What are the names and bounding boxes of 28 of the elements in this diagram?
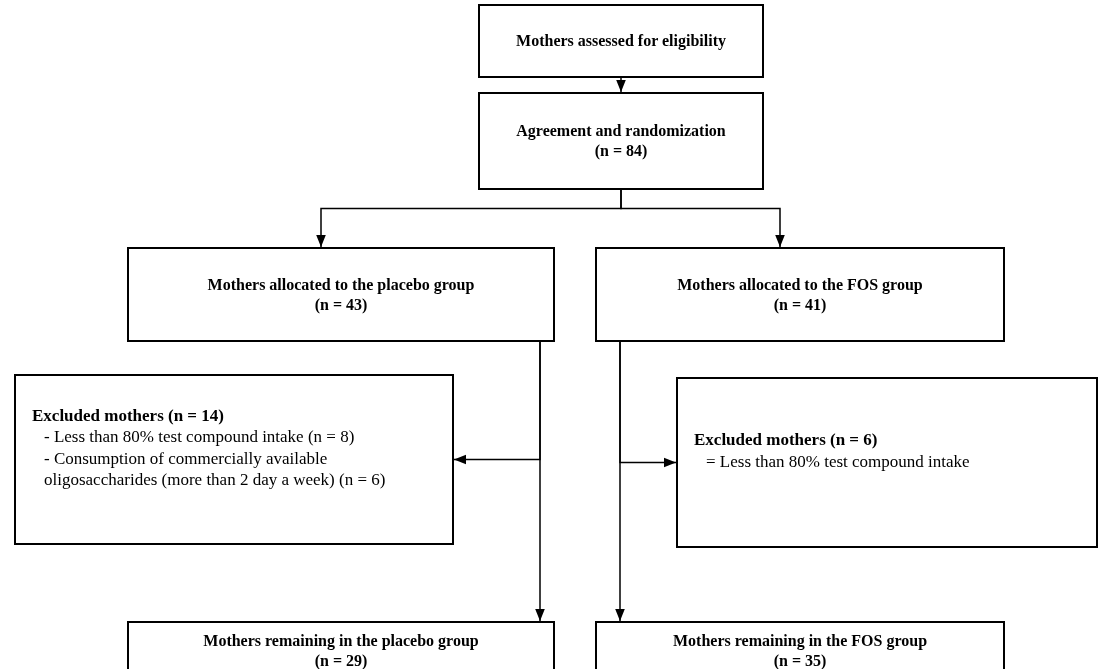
count-text: (n = 84)	[594, 141, 648, 161]
box-title: Excluded mothers (n = 14)	[32, 405, 224, 427]
count-text: (n = 43)	[314, 294, 368, 315]
count-text: (n = 41)	[773, 294, 827, 315]
box-title: Mothers remaining in the placebo group	[203, 631, 479, 651]
exclusion-box	[676, 377, 1098, 548]
process-box	[478, 4, 764, 78]
box-title: Mothers remaining in the FOS group	[672, 631, 928, 651]
count-text: (n = 35)	[773, 651, 827, 669]
arrow	[620, 189, 785, 248]
box-title: Excluded mothers (n = 6)	[694, 429, 878, 451]
arrow	[616, 77, 626, 93]
exclusion-reason: - Consumption of commercially available oligosaccharides (more than 2 day a week) (n = 6)	[43, 447, 387, 490]
process-box	[595, 621, 1005, 669]
process-box	[478, 92, 764, 190]
box-title: Mothers allocated to the placebo group	[207, 274, 475, 295]
count-text: (n = 29)	[314, 651, 368, 669]
box-title: Mothers assessed for eligibility	[516, 31, 726, 51]
exclusion-reason: = Less than 80% test compound intake	[705, 450, 970, 472]
box-title: Mothers allocated to the FOS group	[677, 274, 923, 295]
process-box	[127, 247, 555, 342]
arrow	[615, 341, 625, 622]
box-title: Agreement and randomization	[516, 121, 726, 141]
process-box	[595, 247, 1005, 342]
exclusion-box	[14, 374, 454, 545]
process-box	[127, 621, 555, 669]
arrow	[535, 341, 545, 622]
exclusion-reason: - Less than 80% test compound intake (n = 8)	[43, 426, 355, 448]
